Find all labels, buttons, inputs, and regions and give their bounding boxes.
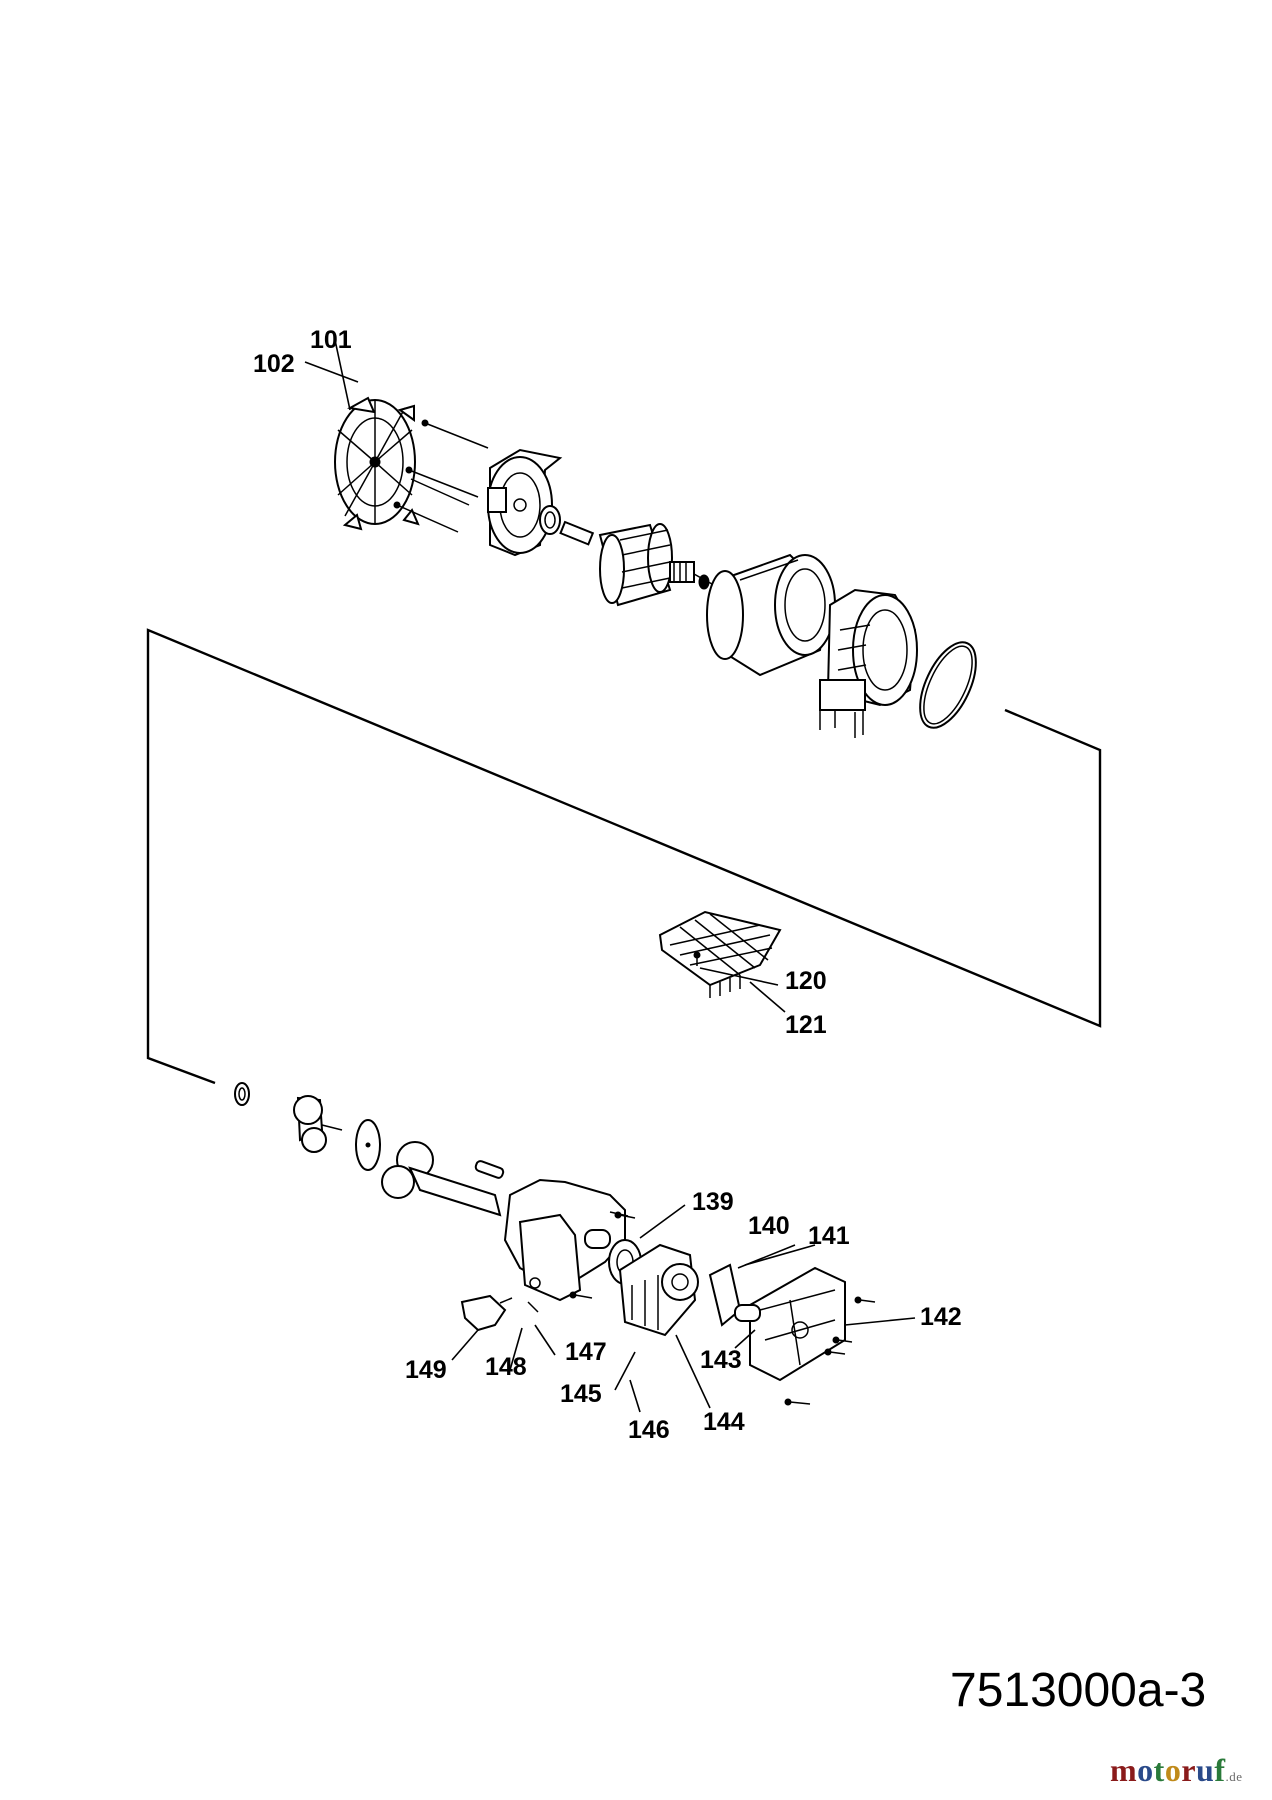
label-149: 149 [405,1356,447,1384]
label-101: 101 [310,326,352,354]
brand-suffix: .de [1225,1769,1243,1784]
small-screws-lower [527,1211,636,1313]
label-144: 144 [703,1408,745,1436]
washer [355,1119,381,1171]
brand-logo[interactable]: motoruf.de [1110,1752,1243,1789]
label-140: 140 [748,1212,790,1240]
stator-housing [706,553,836,677]
brand-letter: o [1164,1752,1182,1788]
label-146: 146 [628,1416,670,1444]
brand-letter: o [1137,1752,1154,1788]
o-ring-seal [919,641,977,729]
end-plate [734,1266,846,1382]
drive-shaft [381,1141,505,1217]
leader-lines [304,339,916,1413]
label-145: 145 [560,1380,602,1408]
brand-letter: t [1153,1752,1165,1788]
impeller-block [618,1243,699,1337]
gear-housing [503,1178,629,1302]
label-143: 143 [700,1346,742,1374]
label-121: 121 [785,1011,827,1039]
label-148: 148 [485,1353,527,1381]
label-139: 139 [692,1188,734,1216]
motor-end-cover [487,448,563,557]
planet-gear-carrier [293,1095,343,1153]
screws-142 [784,1296,876,1406]
label-142: 142 [920,1303,962,1331]
small-ring [234,1082,250,1106]
bearing-ring [539,505,561,535]
filter-grille [658,910,782,998]
screw-120 [693,951,701,966]
brand-letter: r [1181,1752,1197,1788]
label-141: 141 [808,1222,850,1250]
label-147: 147 [565,1338,607,1366]
motor-case [819,588,918,738]
label-102: 102 [253,350,295,378]
diagram-code: 7513000a-3 [950,1664,1206,1717]
knob-149 [460,1294,513,1332]
label-120: 120 [785,967,827,995]
brand-letter: u [1196,1752,1215,1788]
long-bolts [393,419,489,533]
assembly-frame [146,628,1102,1085]
armature-rotor [559,520,713,607]
fan-impeller [334,396,420,531]
brand-letter: f [1214,1752,1226,1788]
part-labels: 101 102 120 121 139 140 141 142 143 144 … [253,326,962,1444]
brand-letter: m [1110,1752,1138,1788]
